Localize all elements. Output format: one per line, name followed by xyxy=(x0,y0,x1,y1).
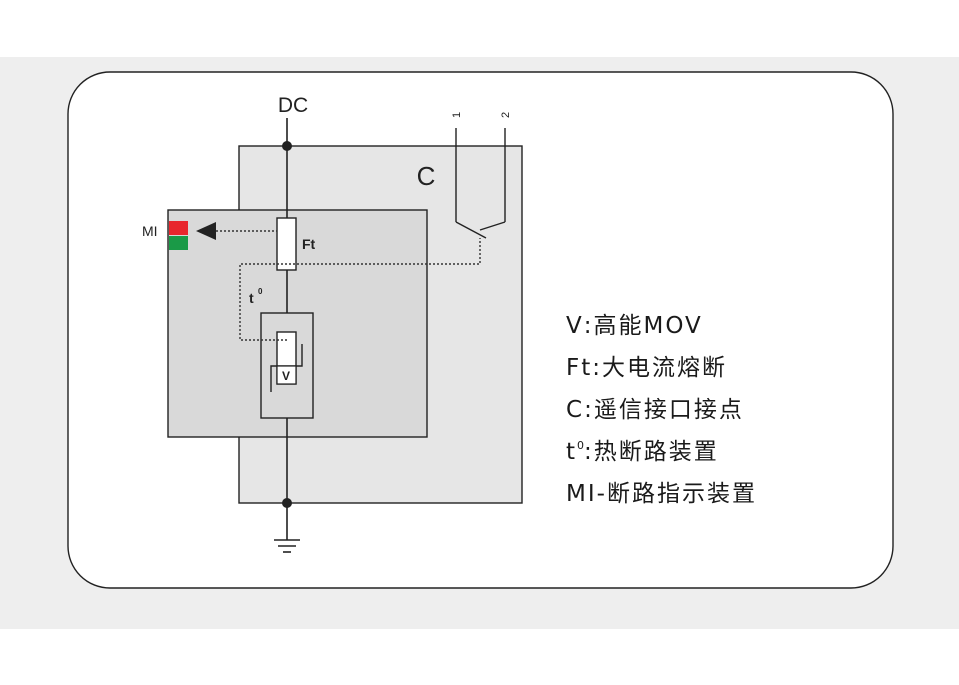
dc-label: DC xyxy=(278,94,308,117)
legend-sep: : xyxy=(583,313,594,339)
switch-blade xyxy=(455,221,487,239)
legend-item-c: C:遥信接口接点 xyxy=(566,387,757,429)
legend-item-v: V:高能MOV xyxy=(566,303,757,345)
switch-contact xyxy=(479,221,506,231)
legend-item-ft: Ft:大电流熔断 xyxy=(566,345,757,387)
legend-key-sup: 0 xyxy=(577,439,585,452)
terminal-1-label: 1 xyxy=(451,112,463,118)
legend-sep: : xyxy=(592,355,602,381)
legend-item-t0: t0:热断路装置 xyxy=(566,429,757,471)
legend-key: MI xyxy=(566,481,597,507)
top-node xyxy=(282,141,292,151)
legend-key: C xyxy=(566,397,585,423)
indicator-green xyxy=(169,236,188,250)
ft-label: Ft xyxy=(302,236,316,252)
legend-sep: - xyxy=(596,481,607,507)
protection-box xyxy=(167,209,428,438)
legend-sep: : xyxy=(584,439,594,465)
bottom-node xyxy=(282,498,292,508)
mov-box xyxy=(260,312,314,419)
t-label: t xyxy=(249,290,254,306)
legend-sep: : xyxy=(584,397,594,423)
fuse-ft xyxy=(276,217,297,271)
indicator-red xyxy=(169,221,188,235)
terminal-2-label: 2 xyxy=(500,112,512,118)
mi-label: MI xyxy=(142,223,158,239)
legend-key: t xyxy=(566,439,578,465)
legend-text: 高能MOV xyxy=(593,313,703,339)
legend: V:高能MOV Ft:大电流熔断 C:遥信接口接点 t0:热断路装置 MI-断路… xyxy=(566,303,757,513)
legend-key: V xyxy=(566,313,584,339)
indicator-arrow xyxy=(196,222,216,240)
legend-text: 遥信接口接点 xyxy=(593,397,744,423)
legend-item-mi: MI-断路指示装置 xyxy=(566,471,757,513)
c-label: C xyxy=(417,161,436,191)
legend-text: 大电流熔断 xyxy=(602,355,727,381)
t-superscript: 0 xyxy=(258,287,263,296)
varistor-v-box xyxy=(276,365,297,385)
legend-text: 热断路装置 xyxy=(593,439,719,465)
v-label: V xyxy=(282,369,290,383)
legend-key: Ft xyxy=(566,355,593,381)
legend-text: 断路指示装置 xyxy=(606,481,757,507)
